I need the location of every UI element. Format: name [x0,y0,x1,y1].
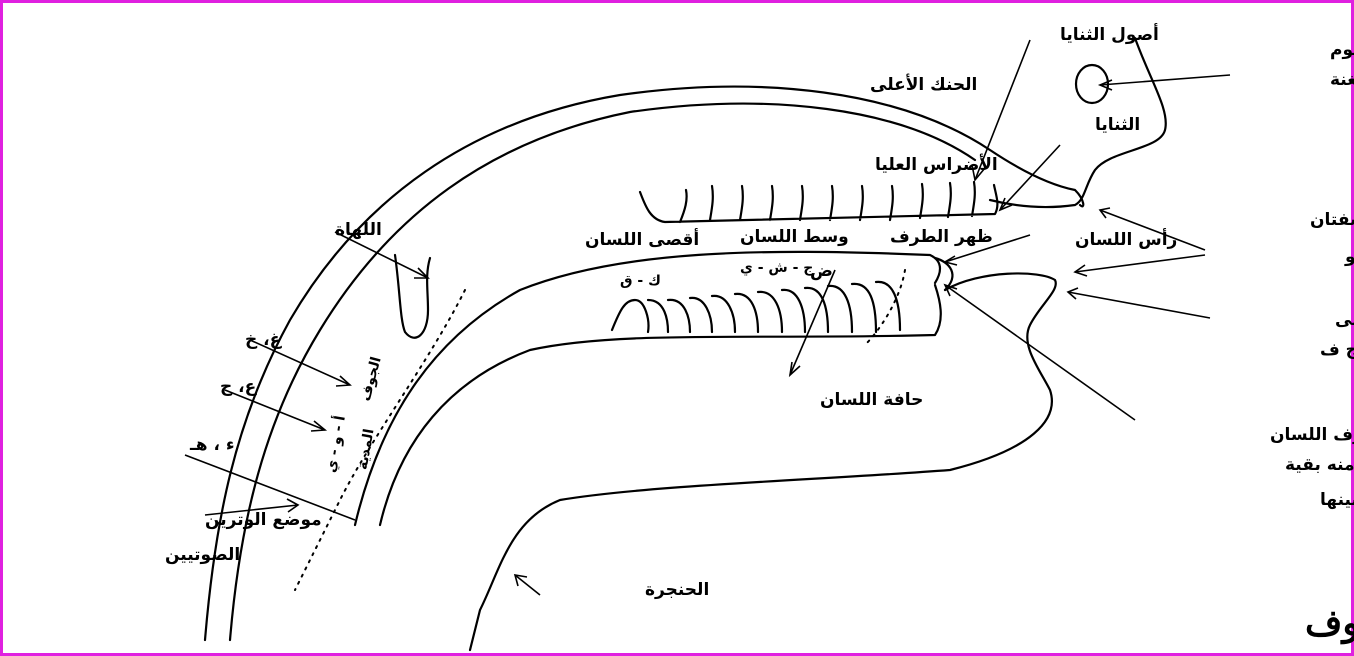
label-lips-exit: مخرج ب م و [1344,247,1354,267]
head-outline [203,85,1085,642]
label-tongue-dorsum: ظهر الطرف [890,227,993,247]
label-vocal-cords: موضع الوترين [205,510,322,530]
label-tongue-tip-2: ويخرج منه بقية [1285,455,1354,475]
airway-dots-2 [864,269,906,346]
label-tongue-back: أقصى اللسان [585,228,699,250]
label-tongue-letters-back: ك - ق [620,273,661,289]
label-tongue-middle: وسط اللسان [740,227,849,247]
palate-inner [228,102,977,642]
label-lower-lip: الشفة السفلى [1335,310,1354,330]
label-tongue-tip-3: الحروف بتفاوت بينها [1320,490,1354,510]
label-vocal-cords-2: الصوتيين [165,545,240,565]
label-nasal-cavity: الخيشوم [1330,40,1354,60]
label-hamza-ha: ء ، هـ [189,435,235,455]
label-jawf: الجوف [358,355,385,403]
label-incisors: الثنايا [1095,115,1140,135]
lower-lip-jaw [468,272,1057,652]
lower-teeth [610,280,902,334]
pharynx-line [378,283,942,527]
diagram-title: رسم توضيحي لمخارج الحروف [1305,602,1354,645]
tongue-outline [353,250,942,527]
label-incisor-roots: أصول الثنايا [1060,23,1159,45]
label-tongue-head: رأس اللسان [1075,228,1177,250]
label-upper-molars: الأضراس العليا [875,154,998,175]
label-tongue-edge: حافة اللسان [820,390,923,410]
label-ain-ha: ع، ح [220,377,258,397]
upper-teeth [638,180,999,224]
label-tongue-letters: ج - ش - ي [740,260,814,277]
label-upper-palate: الحنك الأعلى [870,74,977,95]
label-uvula: اللهاة [335,220,382,240]
label-nasal-exit: مخرج الغنة [1330,70,1354,90]
label-lips: الشفتان [1310,210,1354,230]
uvula-shape [393,253,432,339]
label-jawf-letters: أ - و - ي [321,414,350,474]
label-dad: ض [810,261,833,281]
airway-dots-1 [294,289,466,591]
label-ghain-kha: غ، خ [245,330,283,350]
label-jawf-3: المدية [355,428,378,471]
arrows [184,39,1231,596]
label-tongue-tip: طرف اللسان [1270,425,1354,445]
label-lower-lip-exit: مخرج ف [1320,340,1354,360]
nose-outline [988,36,1167,209]
label-larynx: الحنجرة [645,580,709,600]
